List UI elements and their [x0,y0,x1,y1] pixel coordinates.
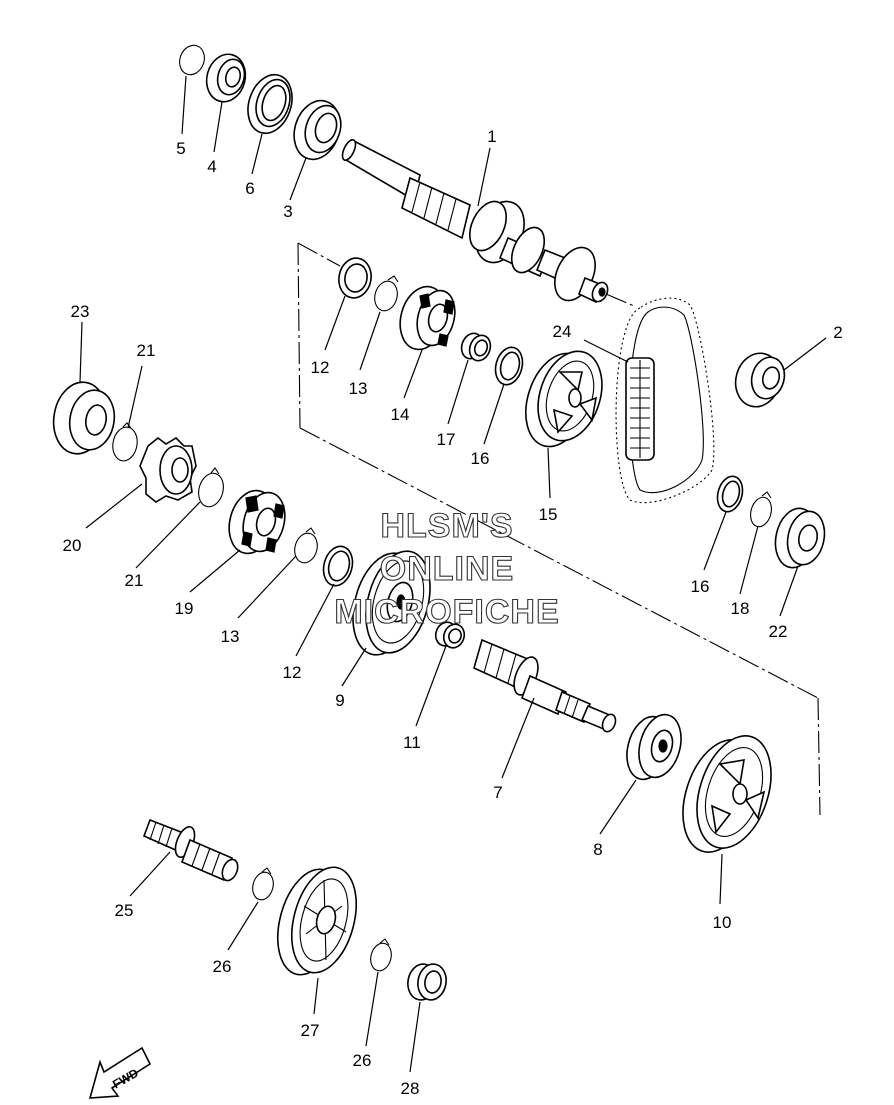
callout-3: 3 [283,202,292,221]
callout-9: 9 [335,691,344,710]
part-16-washer-lower [716,475,744,513]
part-11-collar [434,621,466,649]
callout-25: 25 [115,901,134,920]
callout-2: 2 [833,323,842,342]
part-18-circlip [750,491,772,528]
callout-19: 19 [175,599,194,618]
part-25-shaft [142,818,239,882]
part-1-main-shaft [341,138,609,304]
watermark-line-1: HLSM'S [380,507,513,545]
watermark: HLSM'S ONLINE MICROFICHE [334,506,559,631]
callouts: 1 2 3 4 5 6 7 8 9 10 11 12 12 13 13 14 1… [63,127,843,1098]
part-6-oil-seal [247,73,293,135]
part-26-circlip-left [252,867,274,901]
part-22-bearing [774,507,826,569]
callout-26-left: 26 [213,957,232,976]
callout-11: 11 [403,733,421,752]
callout-14: 14 [391,405,410,424]
leader-lines [79,75,827,1073]
callout-23: 23 [71,302,90,321]
part-26-circlip-right [370,938,392,972]
fwd-arrow-icon: FWD [88,1046,152,1099]
callout-26-right: 26 [353,1051,372,1070]
callout-28: 28 [401,1079,420,1098]
part-19-dog-clutch [228,489,286,555]
callout-7: 7 [493,783,502,802]
part-2-bearing [734,352,786,408]
callout-12-upper: 12 [311,358,330,377]
part-9-gear [352,550,431,656]
part-13-circlip-upper [374,275,399,312]
part-24-drive-chain [615,297,715,504]
assembly-bracket [297,242,821,816]
callout-17: 17 [437,430,456,449]
part-20-gear [139,436,197,503]
callout-21-upper: 21 [137,341,156,360]
part-8-gear [626,713,682,781]
callout-13-upper: 13 [349,379,368,398]
callout-16-upper: 16 [471,449,490,468]
watermark-line-2: ONLINE [380,550,514,588]
callout-10: 10 [713,913,732,932]
part-5-circlip [179,44,205,76]
part-13-circlip-lower [294,527,318,564]
callout-1: 1 [487,127,496,146]
part-27-gear [277,866,357,976]
part-21-circlip-upper [112,422,138,462]
callout-21-lower: 21 [125,571,144,590]
callout-15: 15 [539,505,558,524]
callout-8: 8 [593,840,602,859]
callout-20: 20 [63,536,82,555]
part-16-washer-upper [494,346,524,386]
part-7-secondary-shaft [473,638,617,733]
callout-5: 5 [176,139,185,158]
callout-18: 18 [731,599,750,618]
callout-12-lower: 12 [283,663,302,682]
part-15-gear [525,350,603,448]
part-12-washer-upper [338,257,372,299]
part-10-gear [682,735,772,853]
part-17-collar [460,332,492,362]
part-23-bearing [52,381,116,455]
callout-24: 24 [553,322,572,341]
callout-16-lower: 16 [691,577,710,596]
callout-13-lower: 13 [221,627,240,646]
part-21-circlip-lower [198,467,224,508]
watermark-line-3: MICROFICHE [334,593,559,631]
callout-6: 6 [245,179,254,198]
part-3-bearing [293,99,342,161]
callout-22: 22 [769,622,788,641]
callout-27: 27 [301,1021,320,1040]
part-12-washer-lower [322,545,354,587]
callout-4: 4 [207,157,216,176]
part-14-dog-clutch [399,285,456,351]
part-28-collar [407,963,447,1001]
part-4-bearing [205,53,247,103]
